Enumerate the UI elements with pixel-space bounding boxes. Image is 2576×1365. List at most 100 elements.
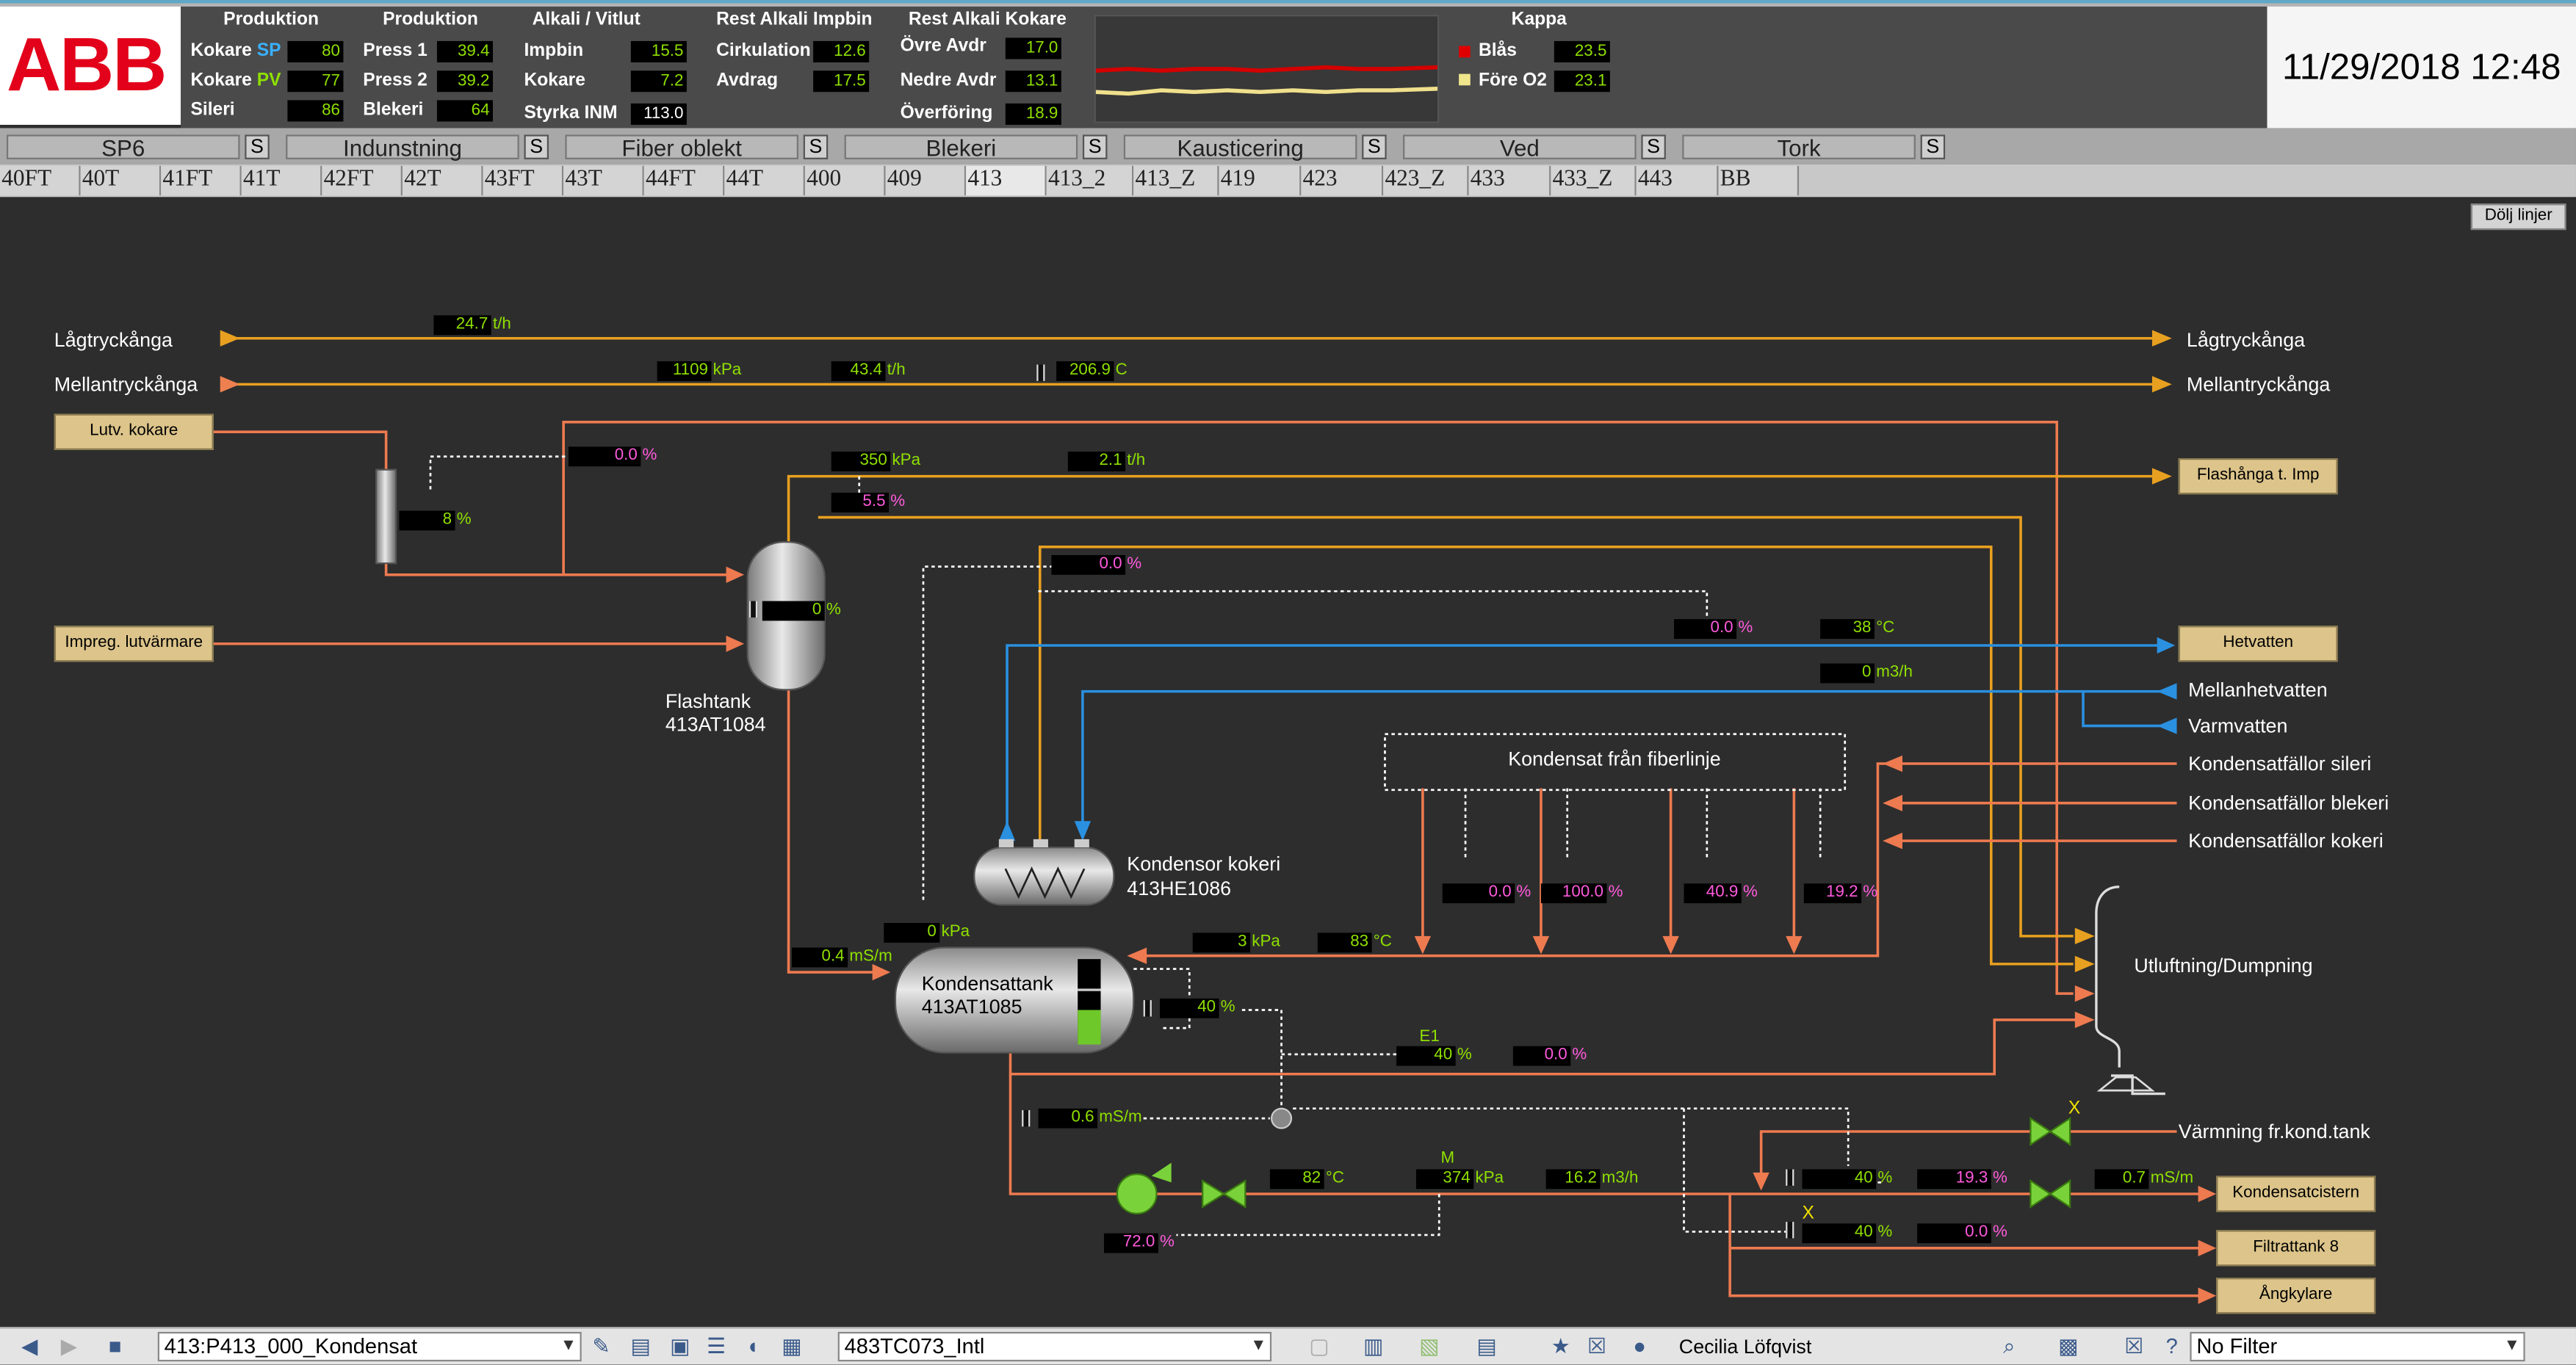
star-icon[interactable]: ★ — [1551, 1333, 1570, 1358]
sound-icon[interactable]: ◖ — [746, 1333, 760, 1358]
value-display[interactable]: 0.0% — [568, 446, 657, 467]
tab-kausticering-s-button[interactable]: S — [1362, 134, 1387, 159]
list-icon[interactable]: ☰ — [707, 1333, 726, 1358]
kpi-value[interactable]: 23.1 — [1554, 70, 1610, 93]
filter-icon[interactable]: ▩ — [2058, 1333, 2079, 1358]
pump-icon[interactable] — [1116, 1173, 1158, 1214]
kpi-value[interactable]: 12.6 — [813, 40, 870, 62]
clear-icon[interactable]: ☒ — [2124, 1333, 2144, 1358]
valve-varmning-icon[interactable] — [2049, 1117, 2071, 1146]
subtab-423-z[interactable]: 423_Z — [1383, 165, 1469, 196]
display-selector[interactable]: 413:P413_000_Kondensat▼ — [157, 1331, 582, 1362]
tab-indunstning[interactable]: Indunstning — [286, 134, 519, 159]
valve-varmning-icon[interactable] — [2030, 1117, 2052, 1146]
tab-fiber-oblekt-s-button[interactable]: S — [803, 134, 829, 159]
print-icon[interactable]: ▤ — [630, 1333, 652, 1358]
subtab-42t[interactable]: 42T — [402, 165, 483, 196]
kpi-value[interactable]: 17.5 — [813, 70, 870, 93]
angkylare-button[interactable]: Ångkylare — [2216, 1278, 2376, 1314]
subtab-40ft[interactable]: 40FT — [0, 165, 81, 196]
kpi-value[interactable]: 15.5 — [630, 40, 687, 62]
tab-sp6[interactable]: SP6 — [6, 134, 240, 159]
flashanga-button[interactable]: Flashånga t. Imp — [2178, 458, 2338, 495]
tab-tork[interactable]: Tork — [1682, 134, 1916, 159]
subtab-413-2[interactable]: 413_2 — [1046, 165, 1134, 196]
filter-selector[interactable]: No Filter▼ — [2190, 1331, 2525, 1362]
network-icon[interactable]: ▦ — [782, 1333, 802, 1358]
value-display[interactable]: 40% — [1396, 1046, 1472, 1066]
forward-icon[interactable]: ▶ — [60, 1333, 78, 1358]
hetvatten-button[interactable]: Hetvatten — [2178, 626, 2338, 662]
value-display[interactable]: 19.3% — [1917, 1169, 2007, 1190]
value-display[interactable]: 0.0% — [1512, 1046, 1587, 1066]
tab-blekeri-s-button[interactable]: S — [1082, 134, 1108, 159]
kpi-value[interactable]: 23.5 — [1554, 40, 1610, 62]
subtab-443[interactable]: 443 — [1636, 165, 1719, 196]
value-display[interactable]: 38°C — [1820, 619, 1894, 640]
subtab-433-z[interactable]: 433_Z — [1551, 165, 1637, 196]
tab-fiber-oblekt[interactable]: Fiber oblekt — [565, 134, 798, 159]
valve-icon[interactable] — [1222, 1179, 1246, 1209]
subtab-43ft[interactable]: 43FT — [483, 165, 564, 196]
user-icon[interactable]: ● — [1633, 1333, 1646, 1358]
value-display[interactable]: 40% — [1802, 1223, 1892, 1244]
tab-kausticering[interactable]: Kausticering — [1123, 134, 1357, 159]
subtab-44t[interactable]: 44T — [724, 165, 805, 196]
subtab-433[interactable]: 433 — [1468, 165, 1551, 196]
kpi-value[interactable]: 39.2 — [436, 70, 493, 93]
tab-indunstning-s-button[interactable]: S — [524, 134, 549, 159]
kpi-value[interactable]: 7.2 — [630, 70, 687, 93]
kondensatcistern-button[interactable]: Kondensatcistern — [2216, 1176, 2376, 1212]
filtrattank-button[interactable]: Filtrattank 8 — [2216, 1230, 2376, 1267]
value-display[interactable]: 8% — [399, 510, 472, 531]
kappa-trend-chart[interactable] — [1094, 15, 1440, 123]
value-display[interactable]: 19.2% — [1803, 883, 1877, 904]
subtab-42ft[interactable]: 42FT — [322, 165, 403, 196]
subtab-409[interactable]: 409 — [885, 165, 967, 196]
copy-icon[interactable]: ▢ — [1309, 1333, 1330, 1358]
tab-tork-s-button[interactable]: S — [1920, 134, 1946, 159]
kpi-value[interactable]: 18.9 — [1005, 103, 1061, 125]
tag-selector[interactable]: 483TC073_Intl▼ — [837, 1331, 1272, 1362]
value-display[interactable]: 40% — [1160, 998, 1235, 1018]
workplace-icon[interactable]: ■ — [108, 1333, 122, 1358]
subtab-413-z[interactable]: 413_Z — [1133, 165, 1219, 196]
kpi-value[interactable]: 13.1 — [1005, 70, 1061, 93]
subtab-41t[interactable]: 41T — [241, 165, 322, 196]
back-icon[interactable]: ◀ — [21, 1333, 38, 1358]
subtab-419[interactable]: 419 — [1219, 165, 1302, 196]
kpi-value[interactable]: 39.4 — [436, 40, 493, 62]
tab-ved[interactable]: Ved — [1403, 134, 1637, 159]
close-window-icon[interactable]: ☒ — [1587, 1333, 1607, 1358]
kpi-value[interactable]: 77 — [287, 70, 344, 93]
subtab-423[interactable]: 423 — [1301, 165, 1384, 196]
display-icon[interactable]: ▣ — [670, 1333, 690, 1358]
kpi-value[interactable]: 113.0 — [630, 103, 687, 125]
subtab-400[interactable]: 400 — [804, 165, 886, 196]
value-display[interactable]: 0% — [762, 601, 841, 621]
kpi-value[interactable]: 80 — [287, 40, 344, 62]
tab-ved-s-button[interactable]: S — [1641, 134, 1666, 159]
subtab-40t[interactable]: 40T — [80, 165, 162, 196]
valve-kondensatcistern-icon[interactable] — [2030, 1179, 2052, 1209]
subtab-bb[interactable]: BB — [1718, 165, 1800, 196]
heat-exchanger-small[interactable] — [375, 468, 397, 565]
value-display[interactable]: 5.5% — [831, 492, 905, 513]
hide-lines-button[interactable]: Dölj linjer — [2470, 203, 2566, 231]
tab-sp6-s-button[interactable]: S — [245, 134, 270, 159]
valve-kondensatcistern-icon[interactable] — [2049, 1179, 2071, 1209]
value-display[interactable]: 40% — [1802, 1169, 1892, 1190]
pin-icon[interactable]: ✎ — [592, 1333, 610, 1358]
